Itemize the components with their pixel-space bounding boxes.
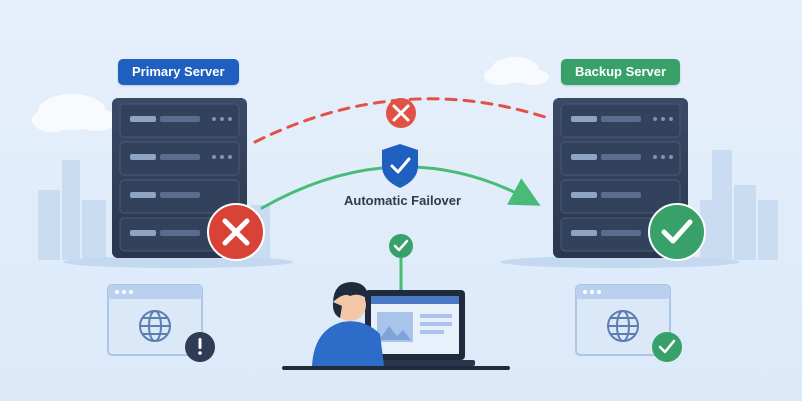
primary-server-label: Primary Server [118, 59, 239, 85]
globe-icon [607, 310, 639, 342]
automatic-failover-label: Automatic Failover [344, 193, 462, 208]
primary-server-unit [119, 103, 240, 138]
desk [282, 366, 510, 370]
backup-server-label: Backup Server [561, 59, 681, 85]
globe-icon [139, 310, 171, 342]
x-circle-icon [207, 203, 265, 261]
backup-website-window [575, 284, 671, 356]
primary-server-unit [119, 141, 240, 176]
check-circle-icon [648, 203, 706, 261]
x-circle-icon [386, 98, 416, 128]
cloud-left [32, 94, 118, 132]
backup-server-unit [560, 141, 681, 176]
cloud-right [484, 57, 549, 85]
primary-server-unit [119, 179, 240, 214]
backup-server-unit [560, 103, 681, 138]
check-circle-small-icon [389, 234, 413, 258]
exclamation-icon [185, 332, 215, 362]
person [312, 282, 384, 366]
primary-website-window [107, 284, 203, 356]
city-right [700, 150, 778, 260]
shield-check-icon [382, 144, 418, 188]
laptop [355, 290, 475, 366]
backup-server-unit [560, 179, 681, 214]
user-at-laptop [282, 282, 510, 370]
check-icon [652, 332, 682, 362]
